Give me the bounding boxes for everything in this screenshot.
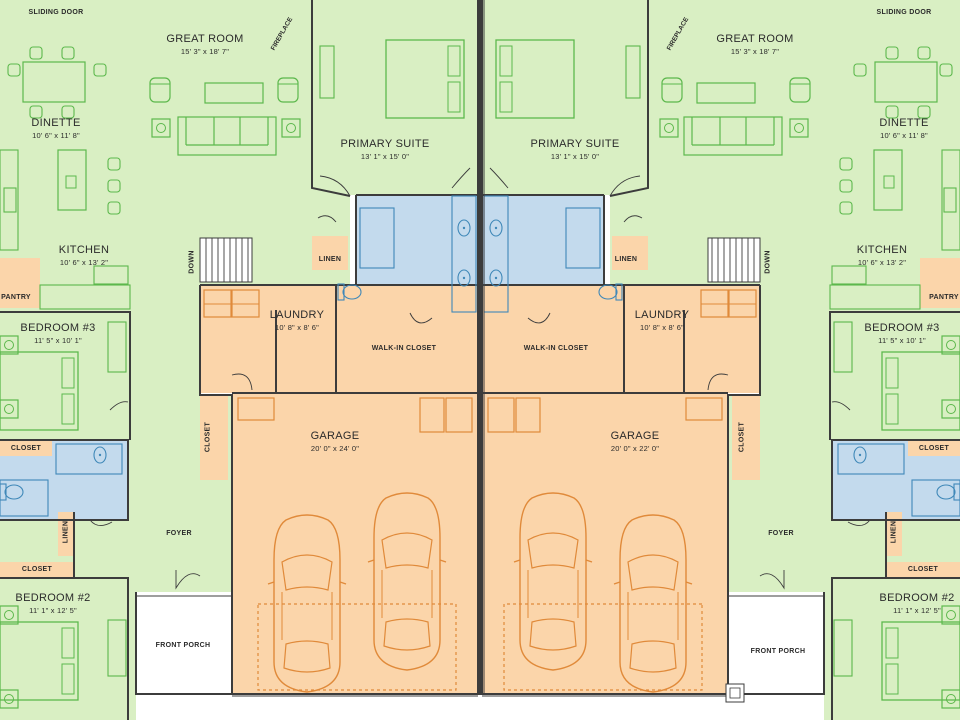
closet-label-b: CLOSET: [204, 421, 212, 453]
down-label: DOWN: [188, 250, 196, 274]
down-label: DOWN: [764, 250, 772, 274]
closet-label-b: CLOSET: [738, 421, 746, 453]
linen-label-lower: LINEN: [890, 520, 898, 544]
linen-label-lower: LINEN: [62, 520, 70, 544]
